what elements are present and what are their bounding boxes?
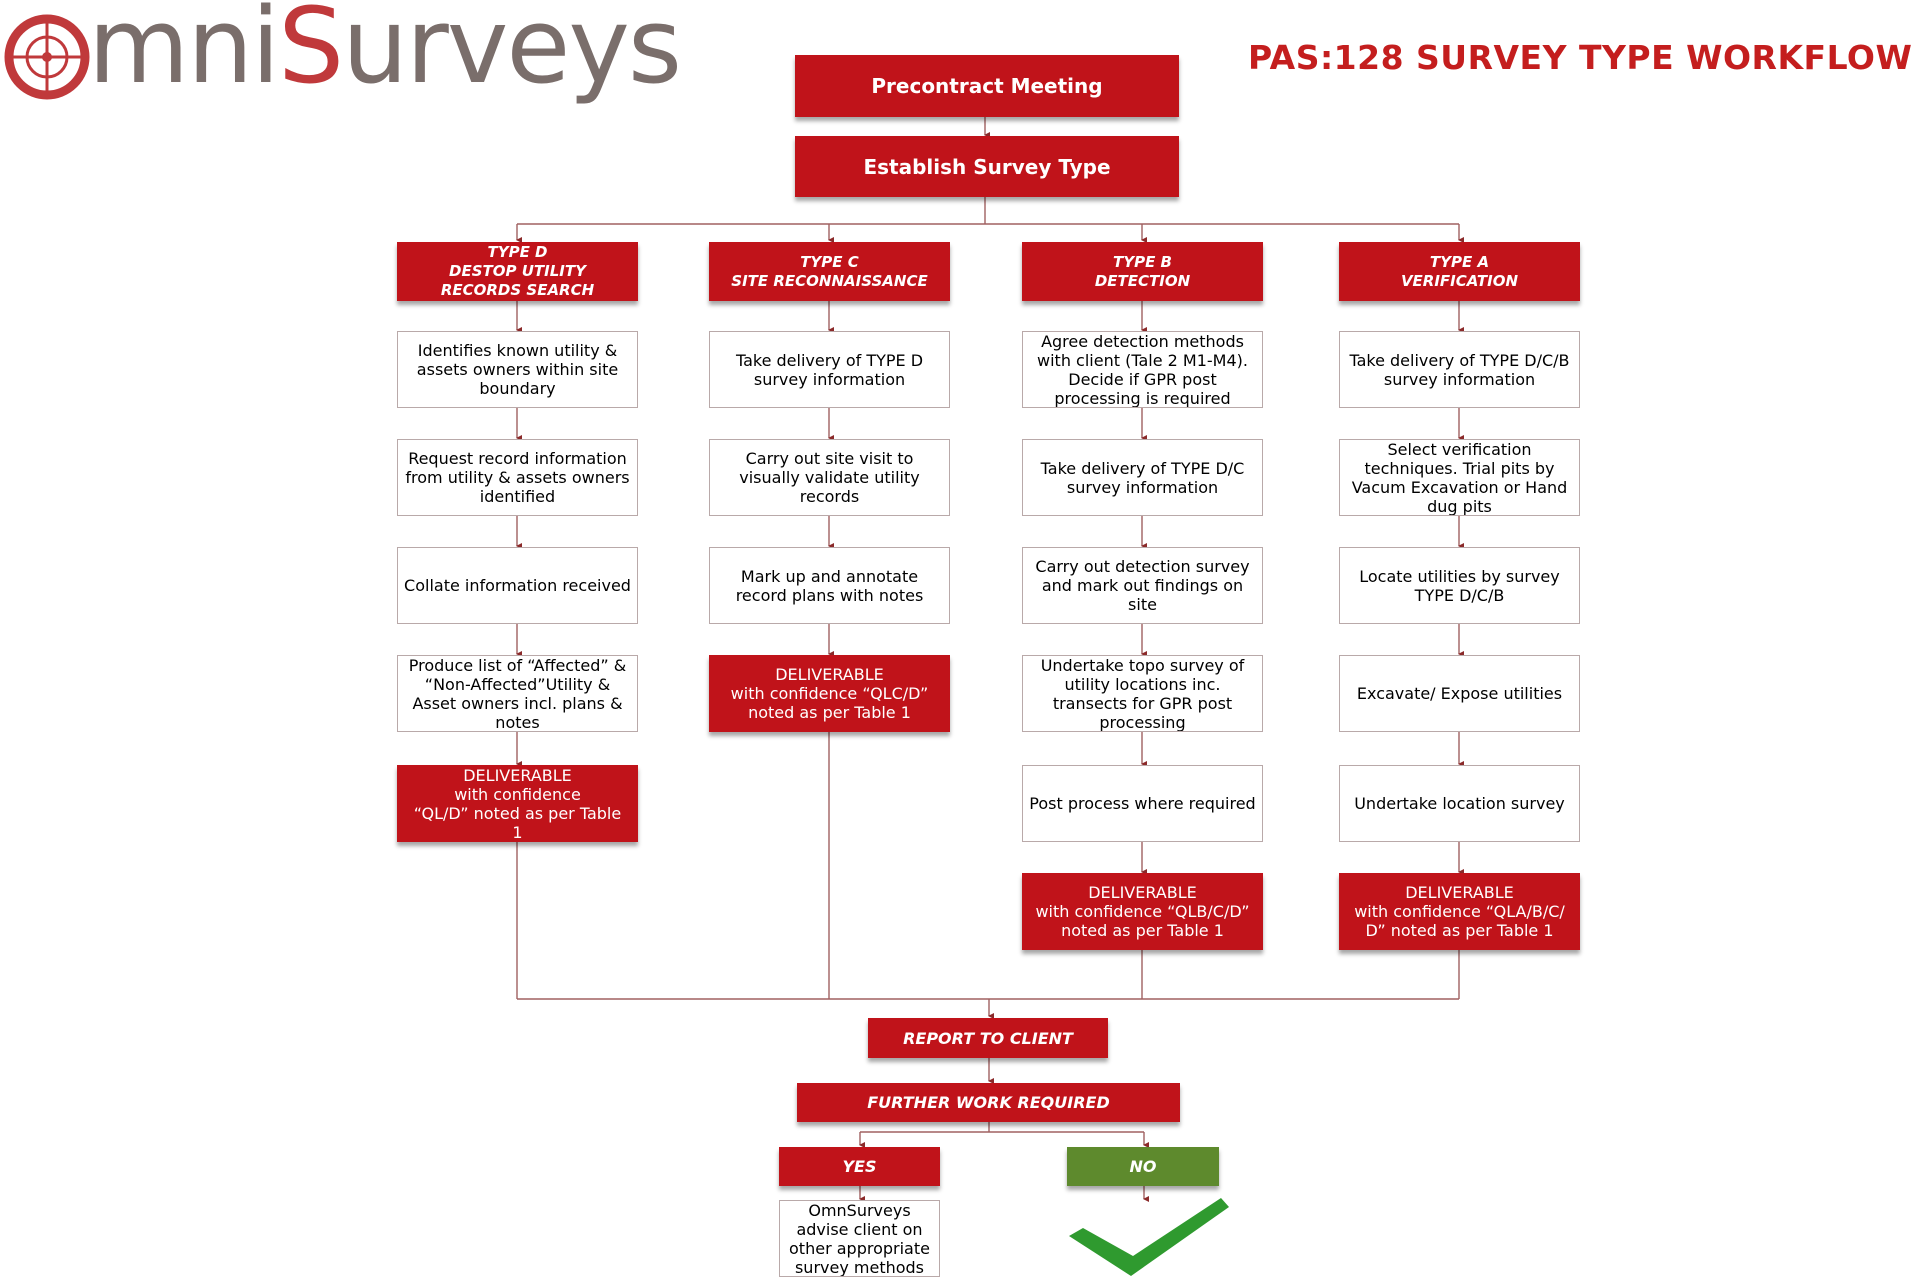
page-title: PAS:128 SURVEY TYPE WORKFLOW — [1248, 38, 1913, 77]
further-work-required-box: FURTHER WORK REQUIRED — [797, 1083, 1180, 1122]
type-b-step-4: Undertake topo survey of utility locatio… — [1022, 655, 1263, 732]
yes-box: YES — [779, 1147, 940, 1186]
checkmark-icon — [1069, 1198, 1229, 1276]
no-box: NO — [1067, 1147, 1219, 1186]
precontract-meeting-box: Precontract Meeting — [795, 55, 1179, 117]
type-c-step-3: Mark up and annotate record plans with n… — [709, 547, 950, 624]
type-a-step-2: Select verification techniques. Trial pi… — [1339, 439, 1580, 516]
type-a-deliverable: DELIVERABLE with confidence “QLA/B/C/ D”… — [1339, 873, 1580, 950]
type-d-step-2: Request record information from utility … — [397, 439, 638, 516]
establish-survey-type-box: Establish Survey Type — [795, 136, 1179, 197]
type-a-step-1: Take delivery of TYPE D/C/B survey infor… — [1339, 331, 1580, 408]
type-d-step-3: Collate information received — [397, 547, 638, 624]
report-to-client-box: REPORT TO CLIENT — [868, 1018, 1108, 1058]
omnisurveys-logo: mniSurveys — [0, 0, 780, 120]
type-c-header: TYPE C SITE RECONNAISSANCE — [709, 242, 950, 301]
type-b-header: TYPE B DETECTION — [1022, 242, 1263, 301]
logo-target-icon — [4, 14, 90, 100]
type-a-step-4: Excavate/ Expose utilities — [1339, 655, 1580, 732]
yes-advice-box: OmnSurveys advise client on other approp… — [779, 1200, 940, 1277]
type-c-step-2: Carry out site visit to visually validat… — [709, 439, 950, 516]
type-a-header: TYPE A VERIFICATION — [1339, 242, 1580, 301]
logo-wordmark: mniSurveys — [88, 0, 682, 107]
type-d-header: TYPE D DESTOP UTILITY RECORDS SEARCH — [397, 242, 638, 301]
type-b-deliverable: DELIVERABLE with confidence “QLB/C/D” no… — [1022, 873, 1263, 950]
type-c-deliverable: DELIVERABLE with confidence “QLC/D” note… — [709, 655, 950, 732]
type-b-step-1: Agree detection methods with client (Tal… — [1022, 331, 1263, 408]
type-d-step-1: Identifies known utility & assets owners… — [397, 331, 638, 408]
type-d-deliverable: DELIVERABLE with confidence “QL/D” noted… — [397, 765, 638, 842]
type-c-step-1: Take delivery of TYPE D survey informati… — [709, 331, 950, 408]
type-d-step-4: Produce list of “Affected” & “Non-Affect… — [397, 655, 638, 732]
type-a-step-3: Locate utilities by survey TYPE D/C/B — [1339, 547, 1580, 624]
type-a-step-5: Undertake location survey — [1339, 765, 1580, 842]
type-b-step-5: Post process where required — [1022, 765, 1263, 842]
type-b-step-3: Carry out detection survey and mark out … — [1022, 547, 1263, 624]
type-b-step-2: Take delivery of TYPE D/C survey informa… — [1022, 439, 1263, 516]
